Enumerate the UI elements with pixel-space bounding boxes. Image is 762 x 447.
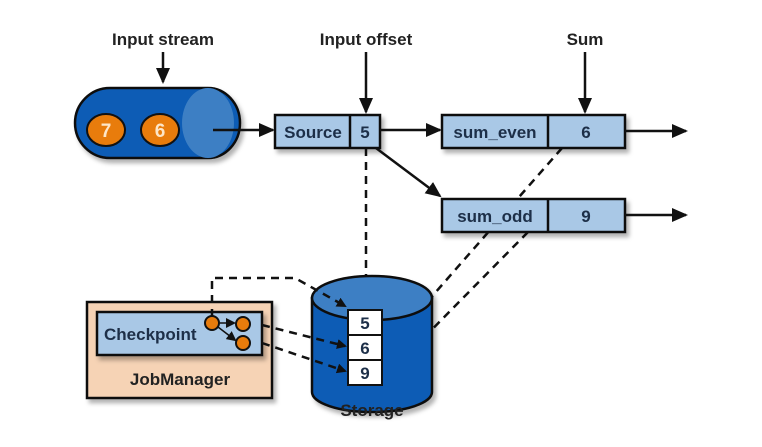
storage-label: Storage xyxy=(340,401,403,420)
checkpoint-ack-line-2 xyxy=(261,341,347,374)
source-label: Source xyxy=(284,123,342,142)
sum-even-label: sum_even xyxy=(453,123,536,142)
stream-event-7: 7 xyxy=(86,113,126,147)
sum-odd-value: 9 xyxy=(581,207,590,226)
source-offset: 5 xyxy=(360,123,369,142)
sum-odd-label: sum_odd xyxy=(457,207,533,226)
checkpoint-label: Checkpoint xyxy=(104,325,197,344)
svg-text:6: 6 xyxy=(155,121,166,142)
checkpoint-barrier-icons xyxy=(204,315,251,351)
storage-value-6: 6 xyxy=(347,334,383,361)
checkpoint-trigger-line xyxy=(210,276,347,317)
storage-value-5: 5 xyxy=(347,309,383,336)
checkpoint-ack-line-1 xyxy=(261,323,347,349)
sum-label: Sum xyxy=(567,30,604,49)
source-operator xyxy=(273,113,382,150)
svg-text:9: 9 xyxy=(360,364,369,383)
sum-even-value: 6 xyxy=(581,123,590,142)
input-stream-label: Input stream xyxy=(112,30,214,49)
source-to-sum-odd-arrow xyxy=(375,147,442,198)
job-manager-label: JobManager xyxy=(130,370,231,389)
storage-value-9: 9 xyxy=(347,359,383,386)
svg-text:6: 6 xyxy=(360,339,369,358)
stream-event-6: 6 xyxy=(140,113,180,147)
svg-text:5: 5 xyxy=(360,314,369,333)
input-offset-label: Input offset xyxy=(320,30,413,49)
svg-text:7: 7 xyxy=(101,121,112,142)
